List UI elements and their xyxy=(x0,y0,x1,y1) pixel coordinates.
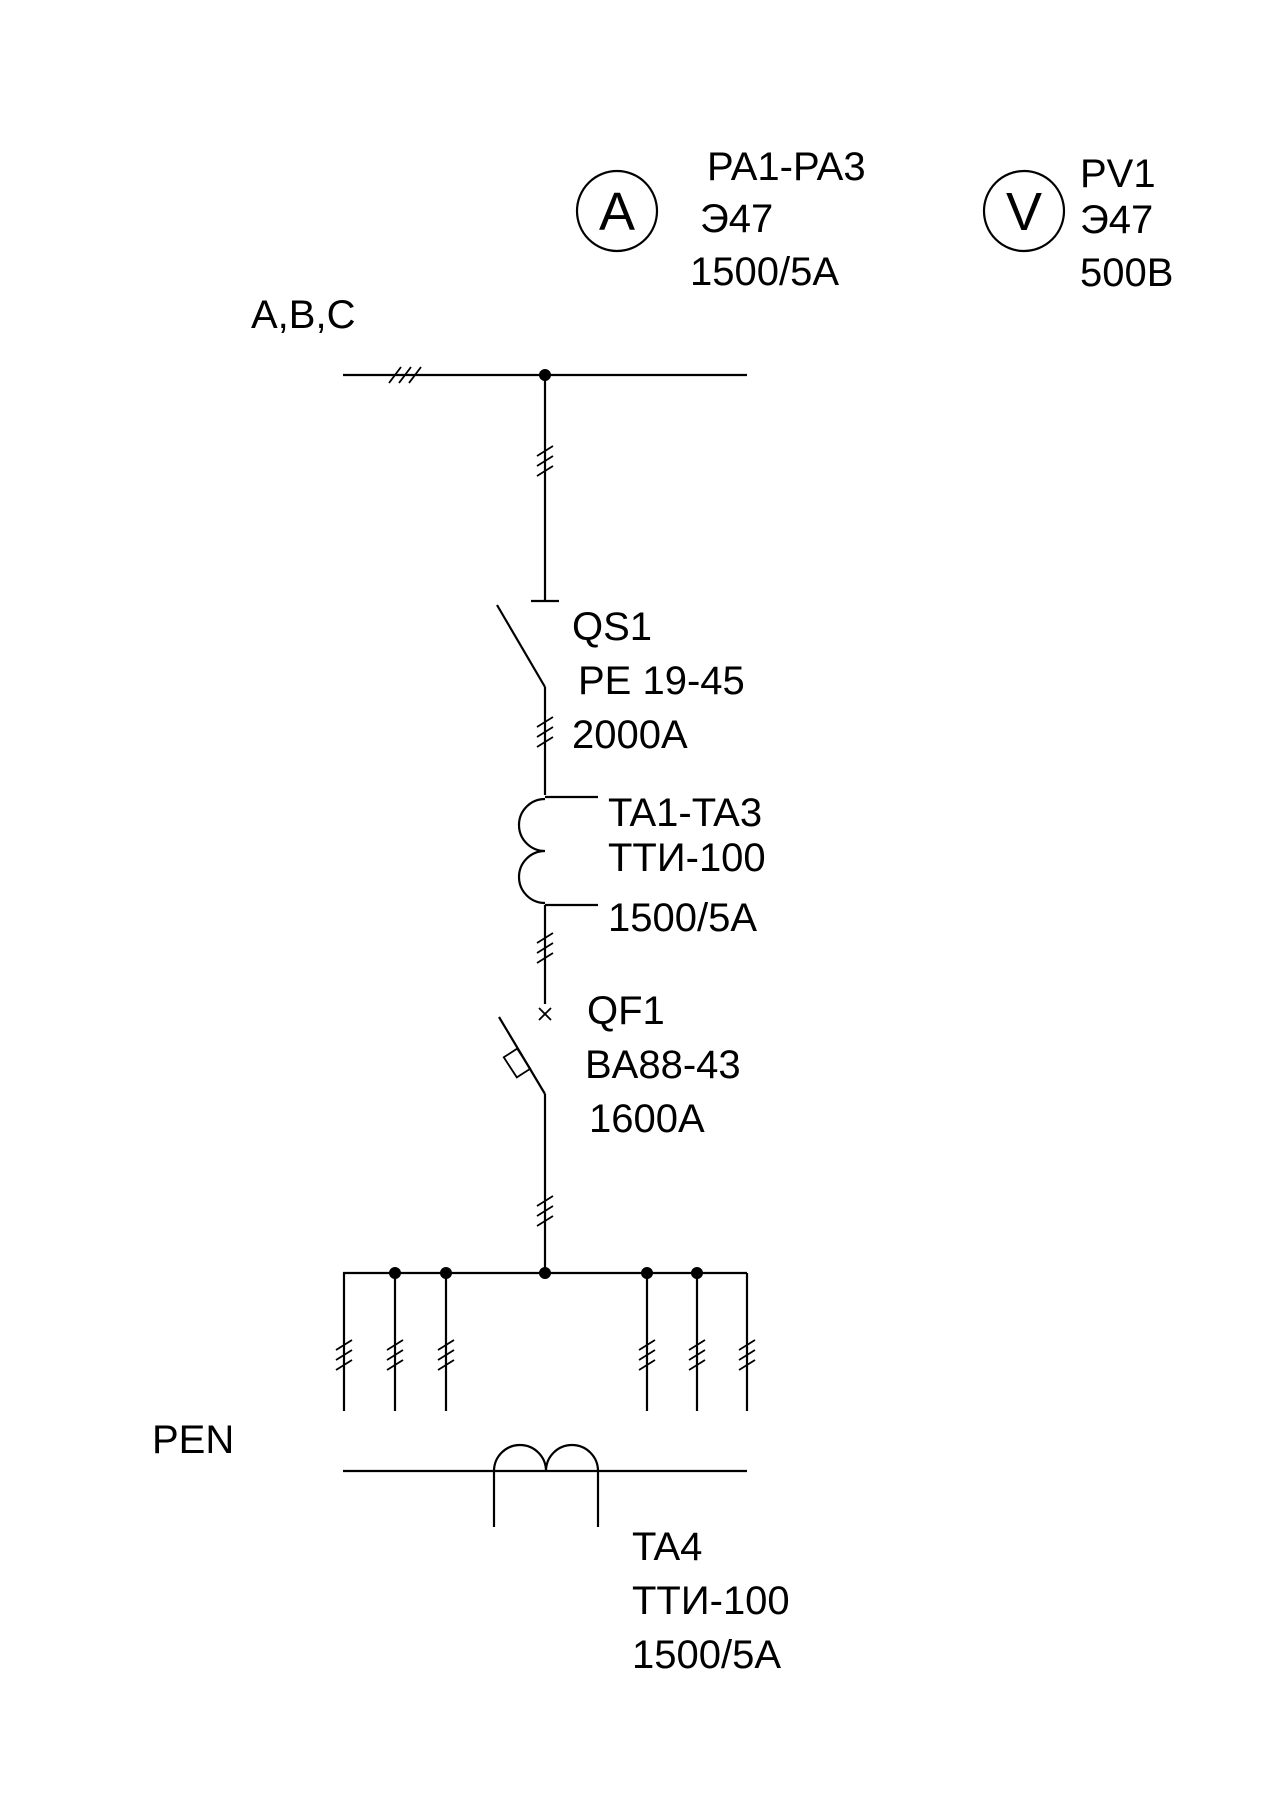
outgoing-line-1 xyxy=(335,1273,353,1411)
ta4-transformer xyxy=(492,1443,600,1527)
voltmeter-type: Э47 xyxy=(1080,198,1153,242)
qs1-label: QS1 PE 19-45 2000A xyxy=(572,605,745,757)
qs1-ticks xyxy=(536,716,554,748)
feeder-middle-ticks xyxy=(536,932,554,964)
qf1-trip-element xyxy=(502,1047,532,1079)
qf1-fixed-contact-cross xyxy=(538,1007,552,1021)
qf1-designation: QF1 xyxy=(587,989,665,1033)
ta1-ta3-ratio: 1500/5A xyxy=(608,896,757,940)
pen-label: PEN xyxy=(152,1418,234,1462)
outgoing-line-4 xyxy=(638,1273,656,1411)
outgoing-line-6 xyxy=(738,1273,756,1411)
dist-bus-dot-center xyxy=(539,1267,551,1279)
ta4-label: TA4 TTИ-100 1500/5A xyxy=(632,1525,790,1677)
qs1-rating: 2000A xyxy=(572,713,688,757)
qf1-label: QF1 BA88-43 1600A xyxy=(585,989,741,1141)
ta1-ta3-label: TA1-TA3 TTИ-100 1500/5A xyxy=(608,791,766,940)
ammeter-designation: PA1-PA3 xyxy=(707,145,866,189)
ta4-windings xyxy=(492,1443,600,1527)
ammeter-letter: A xyxy=(599,182,635,242)
qf1-rating: 1600A xyxy=(589,1097,705,1141)
ammeter-symbol: A xyxy=(575,169,659,253)
voltmeter-circle xyxy=(982,169,1066,253)
ammeter-label: PA1-PA3 Э47 1500/5A xyxy=(690,145,866,294)
ammeter-ratio: 1500/5A xyxy=(690,250,839,294)
voltmeter-label: PV1 Э47 500B xyxy=(1080,152,1173,295)
ta1-ta3-type: TTИ-100 xyxy=(608,836,766,880)
outgoing-line-5 xyxy=(688,1273,706,1411)
qf1-ticks xyxy=(536,1195,554,1227)
outgoing-line-3 xyxy=(437,1273,455,1411)
outgoing-line-2 xyxy=(386,1273,404,1411)
voltmeter-symbol: V xyxy=(982,169,1066,253)
voltmeter-letter: V xyxy=(1006,182,1042,242)
voltmeter-designation: PV1 xyxy=(1080,152,1156,196)
ammeter-type: Э47 xyxy=(700,197,773,241)
qf1-type: BA88-43 xyxy=(585,1043,741,1087)
qs1-blade xyxy=(496,604,546,688)
qs1-designation: QS1 xyxy=(572,605,652,649)
voltmeter-rating: 500B xyxy=(1080,251,1173,295)
ammeter-circle xyxy=(575,169,659,253)
qs1-type: PE 19-45 xyxy=(578,659,745,703)
ta4-designation: TA4 xyxy=(632,1525,702,1569)
ta4-type: TTИ-100 xyxy=(632,1579,790,1623)
ta4-ratio: 1500/5A xyxy=(632,1633,781,1677)
ta1-ta3-windings xyxy=(517,797,546,905)
ta1-ta3-designation: TA1-TA3 xyxy=(608,791,762,835)
feeder-upper-ticks xyxy=(536,445,554,477)
bus-three-phase-ticks xyxy=(388,366,422,384)
bus-phase-label: A,B,C xyxy=(251,293,355,337)
